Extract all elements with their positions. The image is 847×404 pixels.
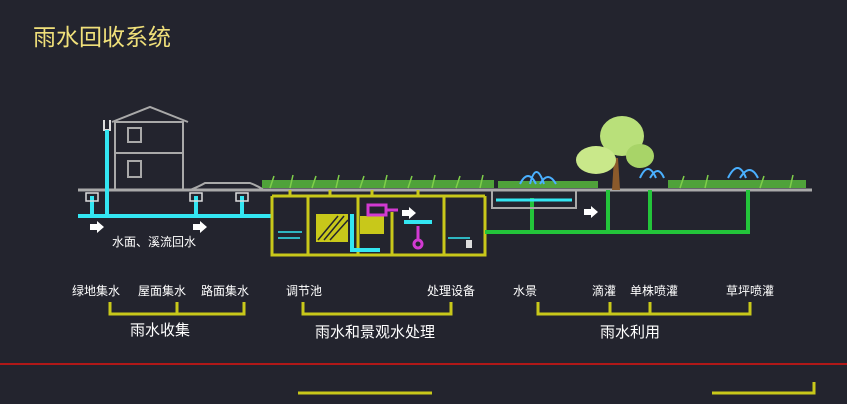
grass-strip xyxy=(262,180,806,188)
group-collection: 雨水收集 xyxy=(130,321,191,339)
flow-label: 水面、溪流回水 xyxy=(112,235,197,249)
pump-icon xyxy=(366,203,424,250)
label-water-feature: 水景 xyxy=(513,284,538,298)
footer-bar-2 xyxy=(712,382,816,395)
flow-arrow-icon xyxy=(193,221,207,233)
reuse-pipes xyxy=(485,190,750,234)
treatment-unit xyxy=(360,216,384,234)
label-regulating-tank: 调节池 xyxy=(286,284,323,298)
label-treatment-equipment: 处理设备 xyxy=(427,284,476,298)
label-roof-collection: 屋面集水 xyxy=(138,284,187,298)
treatment-pipes xyxy=(350,214,432,252)
outlet-valve xyxy=(466,240,472,248)
tree-icon xyxy=(576,116,654,190)
group-utilization: 雨水利用 xyxy=(600,323,661,341)
filter-lines xyxy=(317,215,349,241)
label-green-collection: 绿地集水 xyxy=(72,284,121,298)
water-feature xyxy=(491,190,577,209)
group-brackets xyxy=(108,302,752,316)
flow-arrow-icon xyxy=(584,206,598,218)
label-drip-irrigation: 滴灌 xyxy=(592,284,617,298)
tank-outline xyxy=(270,190,487,257)
gutter xyxy=(103,120,111,131)
fountain-icon xyxy=(519,167,759,185)
flow-arrow-icon xyxy=(90,221,104,233)
label-road-collection: 路面集水 xyxy=(201,284,250,298)
group-treatment: 雨水和景观水处理 xyxy=(315,323,436,341)
flow-arrow-icon xyxy=(402,207,416,219)
road-profile xyxy=(183,182,265,191)
label-lawn-sprinkler: 草坪喷灌 xyxy=(726,284,775,298)
grass-blades xyxy=(269,174,794,189)
page-title: 雨水回收系统 xyxy=(33,25,171,51)
collection-pipes xyxy=(78,130,272,218)
tank-water xyxy=(278,231,470,239)
label-single-plant-sprinkler: 单株喷灌 xyxy=(630,284,679,298)
drains xyxy=(85,192,249,202)
house-icon xyxy=(111,105,189,191)
